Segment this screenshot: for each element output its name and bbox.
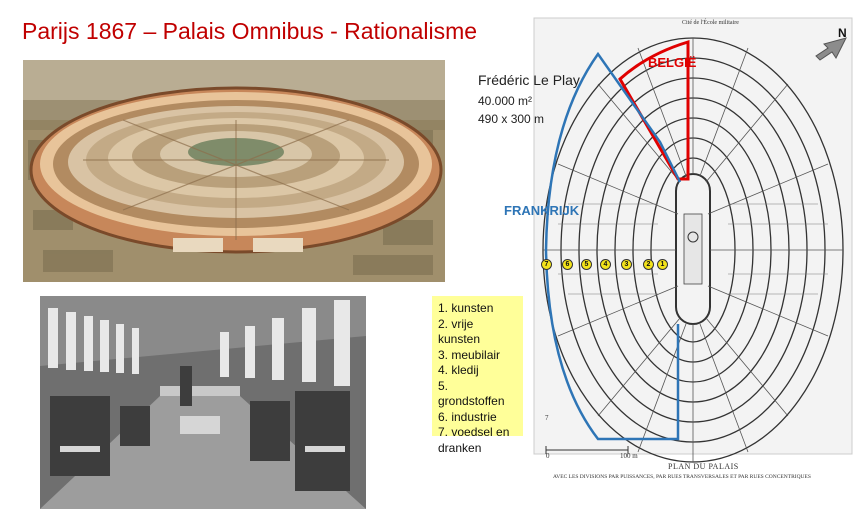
plan-caption: PLAN DU PALAIS [668, 462, 739, 471]
aerial-view-image [23, 60, 445, 282]
architect-name: Frédéric Le Play [478, 72, 580, 88]
badge-4: 4 [600, 259, 611, 270]
area-value: 40.000 m² [478, 93, 533, 108]
interior-hall-image [40, 296, 366, 509]
badge-3: 3 [621, 259, 632, 270]
legend-item: 7. voedsel en dranken [438, 425, 510, 455]
badge-1: 1 [657, 259, 668, 270]
legend-item: 1. kunsten [438, 301, 494, 315]
project-info: Frédéric Le Play 40.000 m² 490 x 300 m [478, 70, 580, 129]
legend-item: 6. industrie [438, 409, 497, 424]
legend-item: 5. grondstoffen [438, 378, 505, 409]
badge-5: 5 [581, 259, 592, 270]
label-belgium: BELGIË [648, 55, 697, 70]
plan-subcaption: AVEC LES DIVISIONS PAR PUISSANCES, PAR R… [553, 474, 811, 480]
category-legend: 1. kunsten 2. vrije kunsten 3. meubilair… [432, 296, 523, 455]
legend-item: 4. kledij [438, 363, 479, 377]
page-title: Parijs 1867 – Palais Omnibus - Rationali… [22, 18, 478, 44]
badge-6: 6 [562, 259, 573, 270]
scale-start: 0 [546, 452, 550, 460]
badge-7: 7 [541, 259, 552, 270]
north-arrow-icon: N [812, 26, 854, 66]
legend-list: 1. kunsten 2. vrije kunsten 3. meubilair… [438, 301, 517, 456]
plan-number: 7 [545, 414, 549, 422]
legend-item: 2. vrije kunsten [438, 316, 481, 347]
north-label: N [838, 26, 847, 40]
scale-end: 100 m [620, 452, 638, 460]
dimensions-value: 490 x 300 m [478, 112, 545, 127]
label-france: FRANKRIJK [504, 203, 580, 218]
plan-top-label: Cité de l'École militaire [682, 20, 739, 26]
legend-item: 3. meubilair [438, 347, 501, 362]
badge-2: 2 [643, 259, 654, 270]
